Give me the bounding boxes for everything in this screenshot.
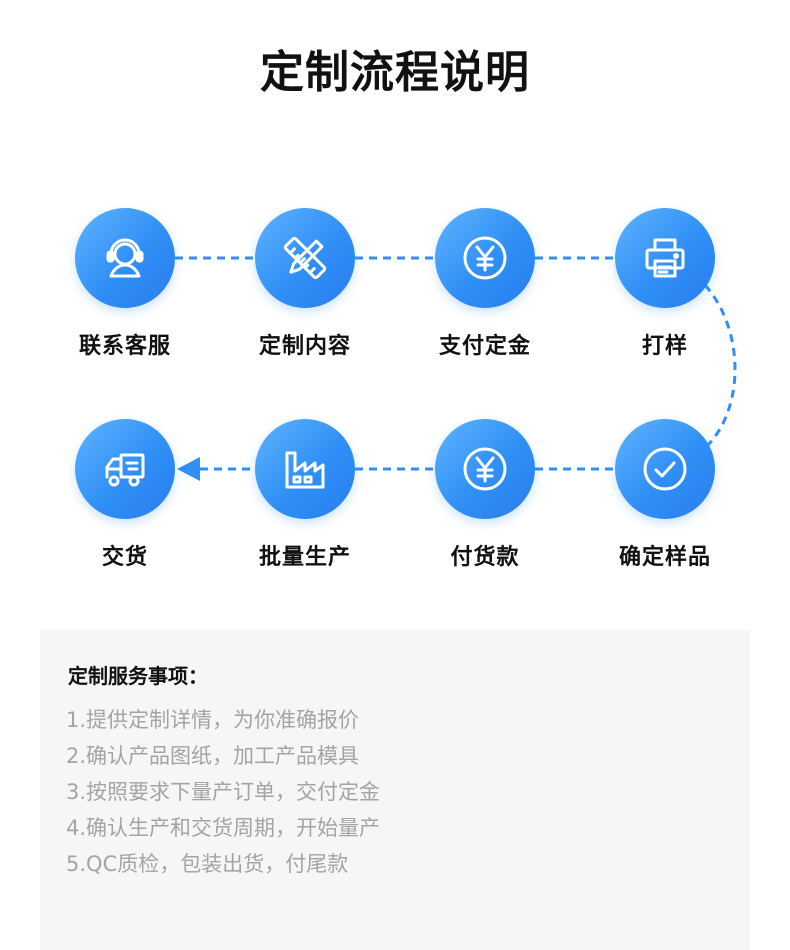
list-item: 4.确认生产和交货周期，开始量产	[66, 816, 381, 840]
notes-list: 1.提供定制详情，为你准确报价 2.确认产品图纸，加工产品模具 3.按照要求下量…	[66, 702, 380, 882]
delivery-truck-icon	[75, 419, 175, 519]
step-delivery: 交货	[45, 419, 205, 571]
list-item: 2.确认产品图纸，加工产品模具	[66, 744, 360, 768]
arrow-head-icon	[177, 457, 200, 481]
list-item: 3.按照要求下量产订单，交付定金	[66, 780, 381, 804]
step-sampling: 打样	[585, 208, 745, 360]
step-mass-production: 批量生产	[225, 419, 385, 571]
step-label: 支付定金	[438, 334, 531, 359]
notes-heading: 定制服务事项：	[68, 664, 208, 688]
step-confirm-sample: 确定样品	[585, 419, 745, 571]
step-label: 付货款	[450, 545, 520, 570]
step-label: 定制内容	[258, 334, 351, 359]
connector-curve	[703, 284, 737, 450]
step-label: 联系客服	[78, 334, 171, 359]
step-label: 打样	[641, 334, 688, 359]
list-item: 5.QC质检，包装出货，付尾款	[66, 852, 349, 876]
printer-icon	[615, 208, 715, 308]
list-item: 1.提供定制详情，为你准确报价	[66, 708, 360, 732]
yuan-coin-icon	[435, 208, 535, 308]
check-circle-icon	[615, 419, 715, 519]
step-label: 交货	[101, 545, 148, 570]
page-title: 定制流程说明	[260, 47, 530, 98]
service-notes-panel: 定制服务事项： 1.提供定制详情，为你准确报价 2.确认产品图纸，加工产品模具 …	[40, 630, 750, 950]
step-customize-content: 定制内容	[225, 208, 385, 360]
flow-connector	[175, 256, 737, 481]
step-label: 批量生产	[258, 545, 351, 570]
factory-icon	[255, 419, 355, 519]
yuan-coin-icon	[435, 419, 535, 519]
step-contact-service: 联系客服	[45, 208, 205, 360]
process-flow: 联系客服 定制内容	[45, 208, 745, 571]
customer-service-icon	[75, 208, 175, 308]
pencil-ruler-icon	[255, 208, 355, 308]
step-label: 确定样品	[618, 545, 711, 570]
step-pay-balance: 付货款	[405, 419, 565, 571]
step-pay-deposit: 支付定金	[405, 208, 565, 360]
